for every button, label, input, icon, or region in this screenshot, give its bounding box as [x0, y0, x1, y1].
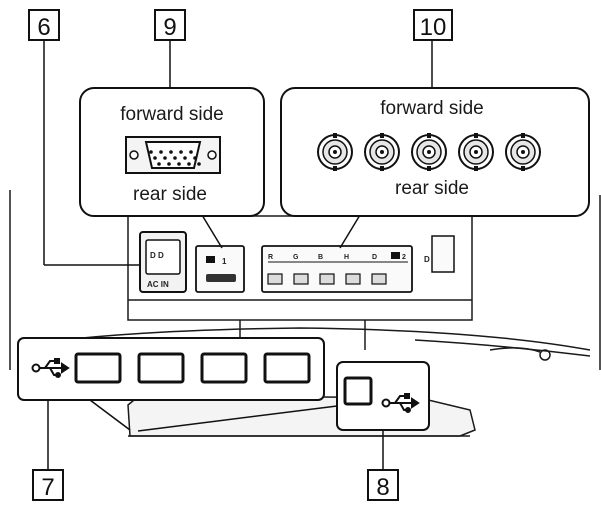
vga-pin [197, 162, 201, 166]
vga-connector-icon [125, 136, 221, 174]
usb-hub-bar [17, 337, 325, 401]
usb-downstream-port [137, 352, 185, 384]
usb-upstream-icon [381, 393, 420, 413]
usb-upstream-box [336, 361, 430, 431]
bnc-forward-label: forward side [380, 98, 484, 119]
bnc-small-jack [267, 273, 283, 285]
bnc-small-jack [345, 273, 361, 285]
vga-pin [183, 156, 187, 160]
callout-number-8: 8 [367, 469, 399, 501]
usb-upstream-port [343, 376, 373, 406]
side-d-label: D [424, 255, 430, 264]
bnc-connector-icon [505, 133, 541, 171]
vga-pin [153, 156, 157, 160]
vga-pin [193, 156, 197, 160]
vga-pin [179, 150, 183, 154]
input1-icon [206, 256, 215, 263]
bnc-rear-label: rear side [395, 178, 469, 199]
input2-icon [391, 252, 400, 259]
input1-port: 1 [195, 245, 245, 293]
usb-downstream-port [263, 352, 311, 384]
bnc-connector-icon [317, 133, 353, 171]
bnc-small-jack [293, 273, 309, 285]
callout-number-9: 9 [154, 9, 186, 41]
input1-label: 1 [222, 257, 227, 266]
input2-label: 2 [402, 254, 406, 261]
number-9-text: 9 [163, 14, 176, 41]
callout-number-10: 10 [413, 9, 453, 41]
vga-pin [189, 150, 193, 154]
side-slot: D [424, 235, 455, 273]
usb-downstream-port [74, 352, 122, 384]
label-v: D [372, 254, 377, 261]
bnc-small-jacks [267, 273, 387, 285]
number-7-text: 7 [41, 474, 54, 501]
callout-number-7: 7 [32, 469, 64, 501]
callout-number-6: 6 [28, 9, 60, 41]
vga-pin [149, 150, 153, 154]
number-8-text: 8 [376, 474, 389, 501]
label-h: H [344, 254, 349, 261]
usb-icon [31, 358, 70, 378]
label-b: B [318, 254, 323, 261]
vga-pin [163, 156, 167, 160]
leader-lines [43, 40, 433, 470]
vga-rear-label: rear side [133, 184, 207, 205]
vga-pins [149, 150, 201, 166]
bnc-connectors [317, 133, 541, 171]
vga-pin [157, 162, 161, 166]
vga-forward-label: forward side [120, 104, 224, 125]
power-pins-label: D D [150, 251, 164, 260]
vga-pin [177, 162, 181, 166]
number-10-text: 10 [420, 14, 447, 41]
vga-callout: forward side rear side [79, 87, 265, 217]
bnc-small-jack [371, 273, 387, 285]
usb-downstream-ports [74, 352, 311, 384]
label-r: R [268, 254, 273, 261]
label-g: G [293, 254, 299, 261]
vga-pin [173, 156, 177, 160]
ac-in-label: AC IN [147, 280, 169, 289]
vga-pin [169, 150, 173, 154]
bnc-connector-icon [364, 133, 400, 171]
bnc-small-jack [319, 273, 335, 285]
bnc-connector-icon [458, 133, 494, 171]
ac-in-socket: D D AC IN [139, 231, 187, 293]
input2-port-strip: R G B H D 2 [261, 245, 413, 293]
bnc-connector-icon [411, 133, 447, 171]
vga-pin [167, 162, 171, 166]
usb-downstream-port [200, 352, 248, 384]
vga-pin [159, 150, 163, 154]
bnc-callout: forward side rear side [280, 87, 590, 217]
vga-pin [187, 162, 191, 166]
number-6-text: 6 [37, 14, 50, 41]
